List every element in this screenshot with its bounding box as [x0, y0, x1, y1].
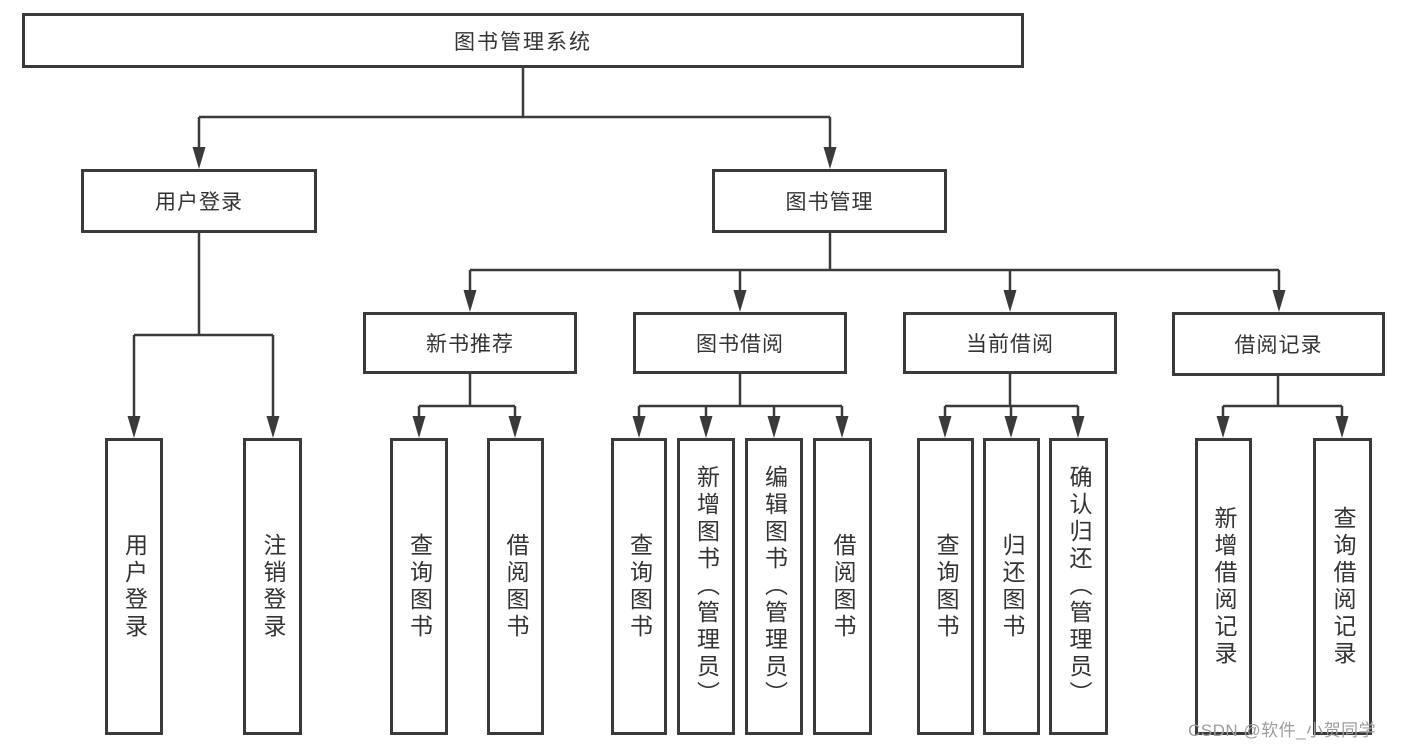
leaf-newbook-query-books: 查询图书: [390, 438, 448, 735]
leaf-add-borrow-record: 新增借阅记录: [1195, 438, 1252, 735]
leaf-current-query-books: 查询图书: [917, 438, 974, 735]
arrow-to-leaf-bb-edit: [767, 416, 781, 438]
leaf-add-books-admin: 新增图书（管理员）: [677, 438, 735, 735]
leaf-confirm-return-admin: 确认归还（管理员）: [1049, 438, 1108, 735]
leaf-query-borrow-record: 查询借阅记录: [1313, 438, 1372, 735]
leaf-borrowing-query-books: 查询图书: [611, 438, 667, 735]
leaf-borrowing-borrow-books: 借阅图书: [813, 438, 872, 735]
node-borrow-records: 借阅记录: [1172, 312, 1385, 376]
leaf-newbook-borrow-books: 借阅图书: [487, 438, 544, 735]
leaf-return-books: 归还图书: [983, 438, 1040, 735]
connector-new-books-branch: [417, 374, 517, 417]
node-book-borrowing: 图书借阅: [633, 312, 847, 374]
node-new-book-recommend: 新书推荐: [363, 312, 577, 374]
leaf-logout: 注销登录: [243, 438, 302, 735]
arrow-to-user-login: [192, 147, 206, 169]
connector-borrow-records-branch: [1221, 374, 1344, 417]
leaf-edit-books-admin: 编辑图书（管理员）: [745, 438, 803, 735]
arrow-to-leaf-cb-query: [938, 416, 952, 438]
leaf-user-login: 用户登录: [105, 438, 163, 735]
connector-current-borrow-branch: [943, 374, 1080, 417]
arrow-to-leaf-bb-query: [632, 416, 646, 438]
arrow-to-borrow-records: [1272, 290, 1286, 312]
arrow-to-leaf-login: [127, 416, 141, 438]
arrow-to-leaf-nb-query: [412, 416, 426, 438]
arrow-to-leaf-cb-return: [1004, 416, 1018, 438]
arrow-to-leaf-nb-borrow: [508, 416, 522, 438]
node-user-login: 用户登录: [81, 169, 317, 233]
arrow-to-new-books: [463, 290, 477, 312]
arrow-to-current-borrow: [1003, 290, 1017, 312]
arrow-to-leaf-bb-add: [699, 416, 713, 438]
node-book-management: 图书管理: [712, 169, 947, 233]
connector-book-borrow-branch: [637, 374, 844, 417]
node-current-borrowing: 当前借阅: [903, 312, 1117, 374]
arrow-to-leaf-br-query: [1335, 416, 1349, 438]
arrow-to-leaf-logout: [266, 416, 280, 438]
node-root-library-system: 图书管理系统: [22, 13, 1024, 68]
arrow-to-book-mgmt: [823, 147, 837, 169]
arrow-to-leaf-bb-borrow: [835, 416, 849, 438]
arrow-to-leaf-br-add: [1216, 416, 1230, 438]
connector-user-login-branch: [132, 233, 275, 417]
arrow-to-leaf-cb-confirm: [1071, 416, 1085, 438]
arrow-to-book-borrow: [733, 290, 747, 312]
connector-root-branch: [197, 68, 832, 148]
connector-book-mgmt-branch: [468, 233, 1281, 291]
csdn-watermark: CSDN @软件_小贺同学: [1188, 721, 1377, 740]
